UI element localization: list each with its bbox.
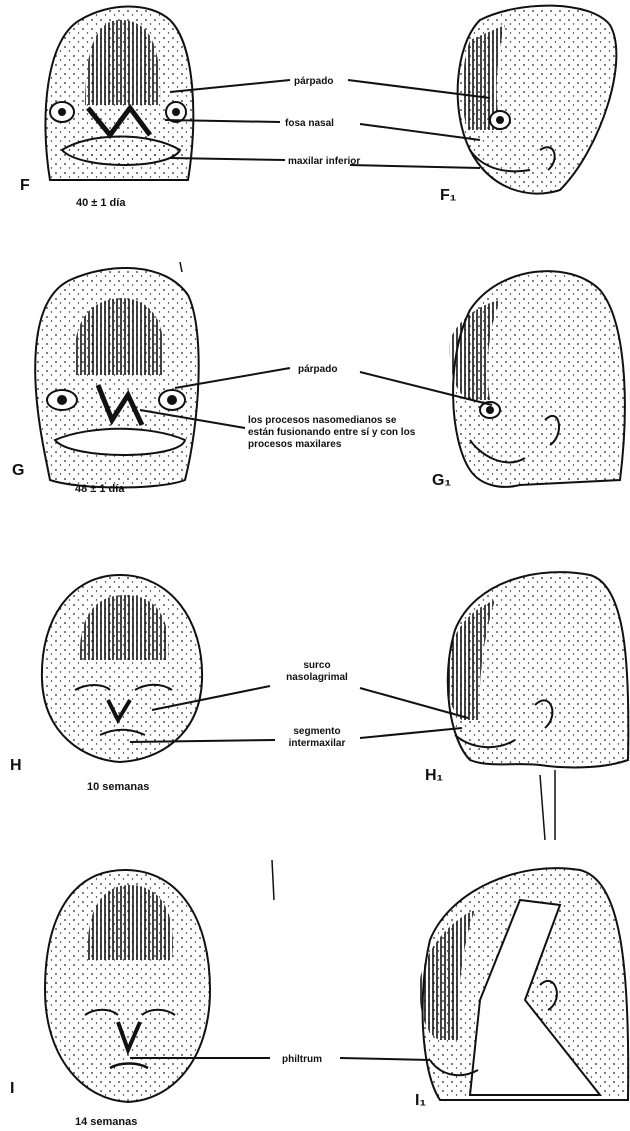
panel-f-front [45, 7, 193, 181]
panel-f-side [458, 6, 617, 194]
panel-letter-h1: H₁ [425, 767, 444, 784]
label-segmento-intermaxilar: segmento intermaxilar [272, 726, 362, 750]
panel-i-front [45, 870, 210, 1102]
label-philtrum: philtrum [282, 1054, 322, 1065]
panel-i-side [420, 868, 629, 1100]
label-maxilar-inferior: maxilar inferior [288, 156, 360, 167]
panel-letter-i: I [10, 1080, 14, 1097]
panel-letter-g: G [12, 462, 24, 479]
panel-letter-h: H [10, 757, 22, 774]
panel-letter-g1: G₁ [432, 472, 451, 489]
panel-h-side [447, 572, 628, 840]
panel-letter-f: F [20, 177, 30, 194]
age-caption-f: 40 ± 1 día [76, 197, 126, 209]
age-caption-i: 14 semanas [75, 1116, 137, 1128]
panel-letter-i1: I₁ [415, 1092, 426, 1109]
panel-g-front [35, 268, 198, 488]
label-surco-nasolagrimal: surco nasolagrimal [272, 660, 362, 684]
panel-g-side [450, 271, 625, 487]
label-parpado-g: párpado [298, 364, 337, 375]
label-parpado-f: párpado [294, 76, 333, 87]
age-caption-h: 10 semanas [87, 781, 149, 793]
panel-letter-f1: F₁ [440, 187, 457, 204]
panel-h-front [42, 575, 202, 762]
label-procesos-nasomedianos: los procesos nasomedianos se están fusio… [248, 415, 423, 451]
age-caption-g: 48 ± 1 día [75, 483, 125, 495]
label-fosa-nasal: fosa nasal [285, 118, 334, 129]
